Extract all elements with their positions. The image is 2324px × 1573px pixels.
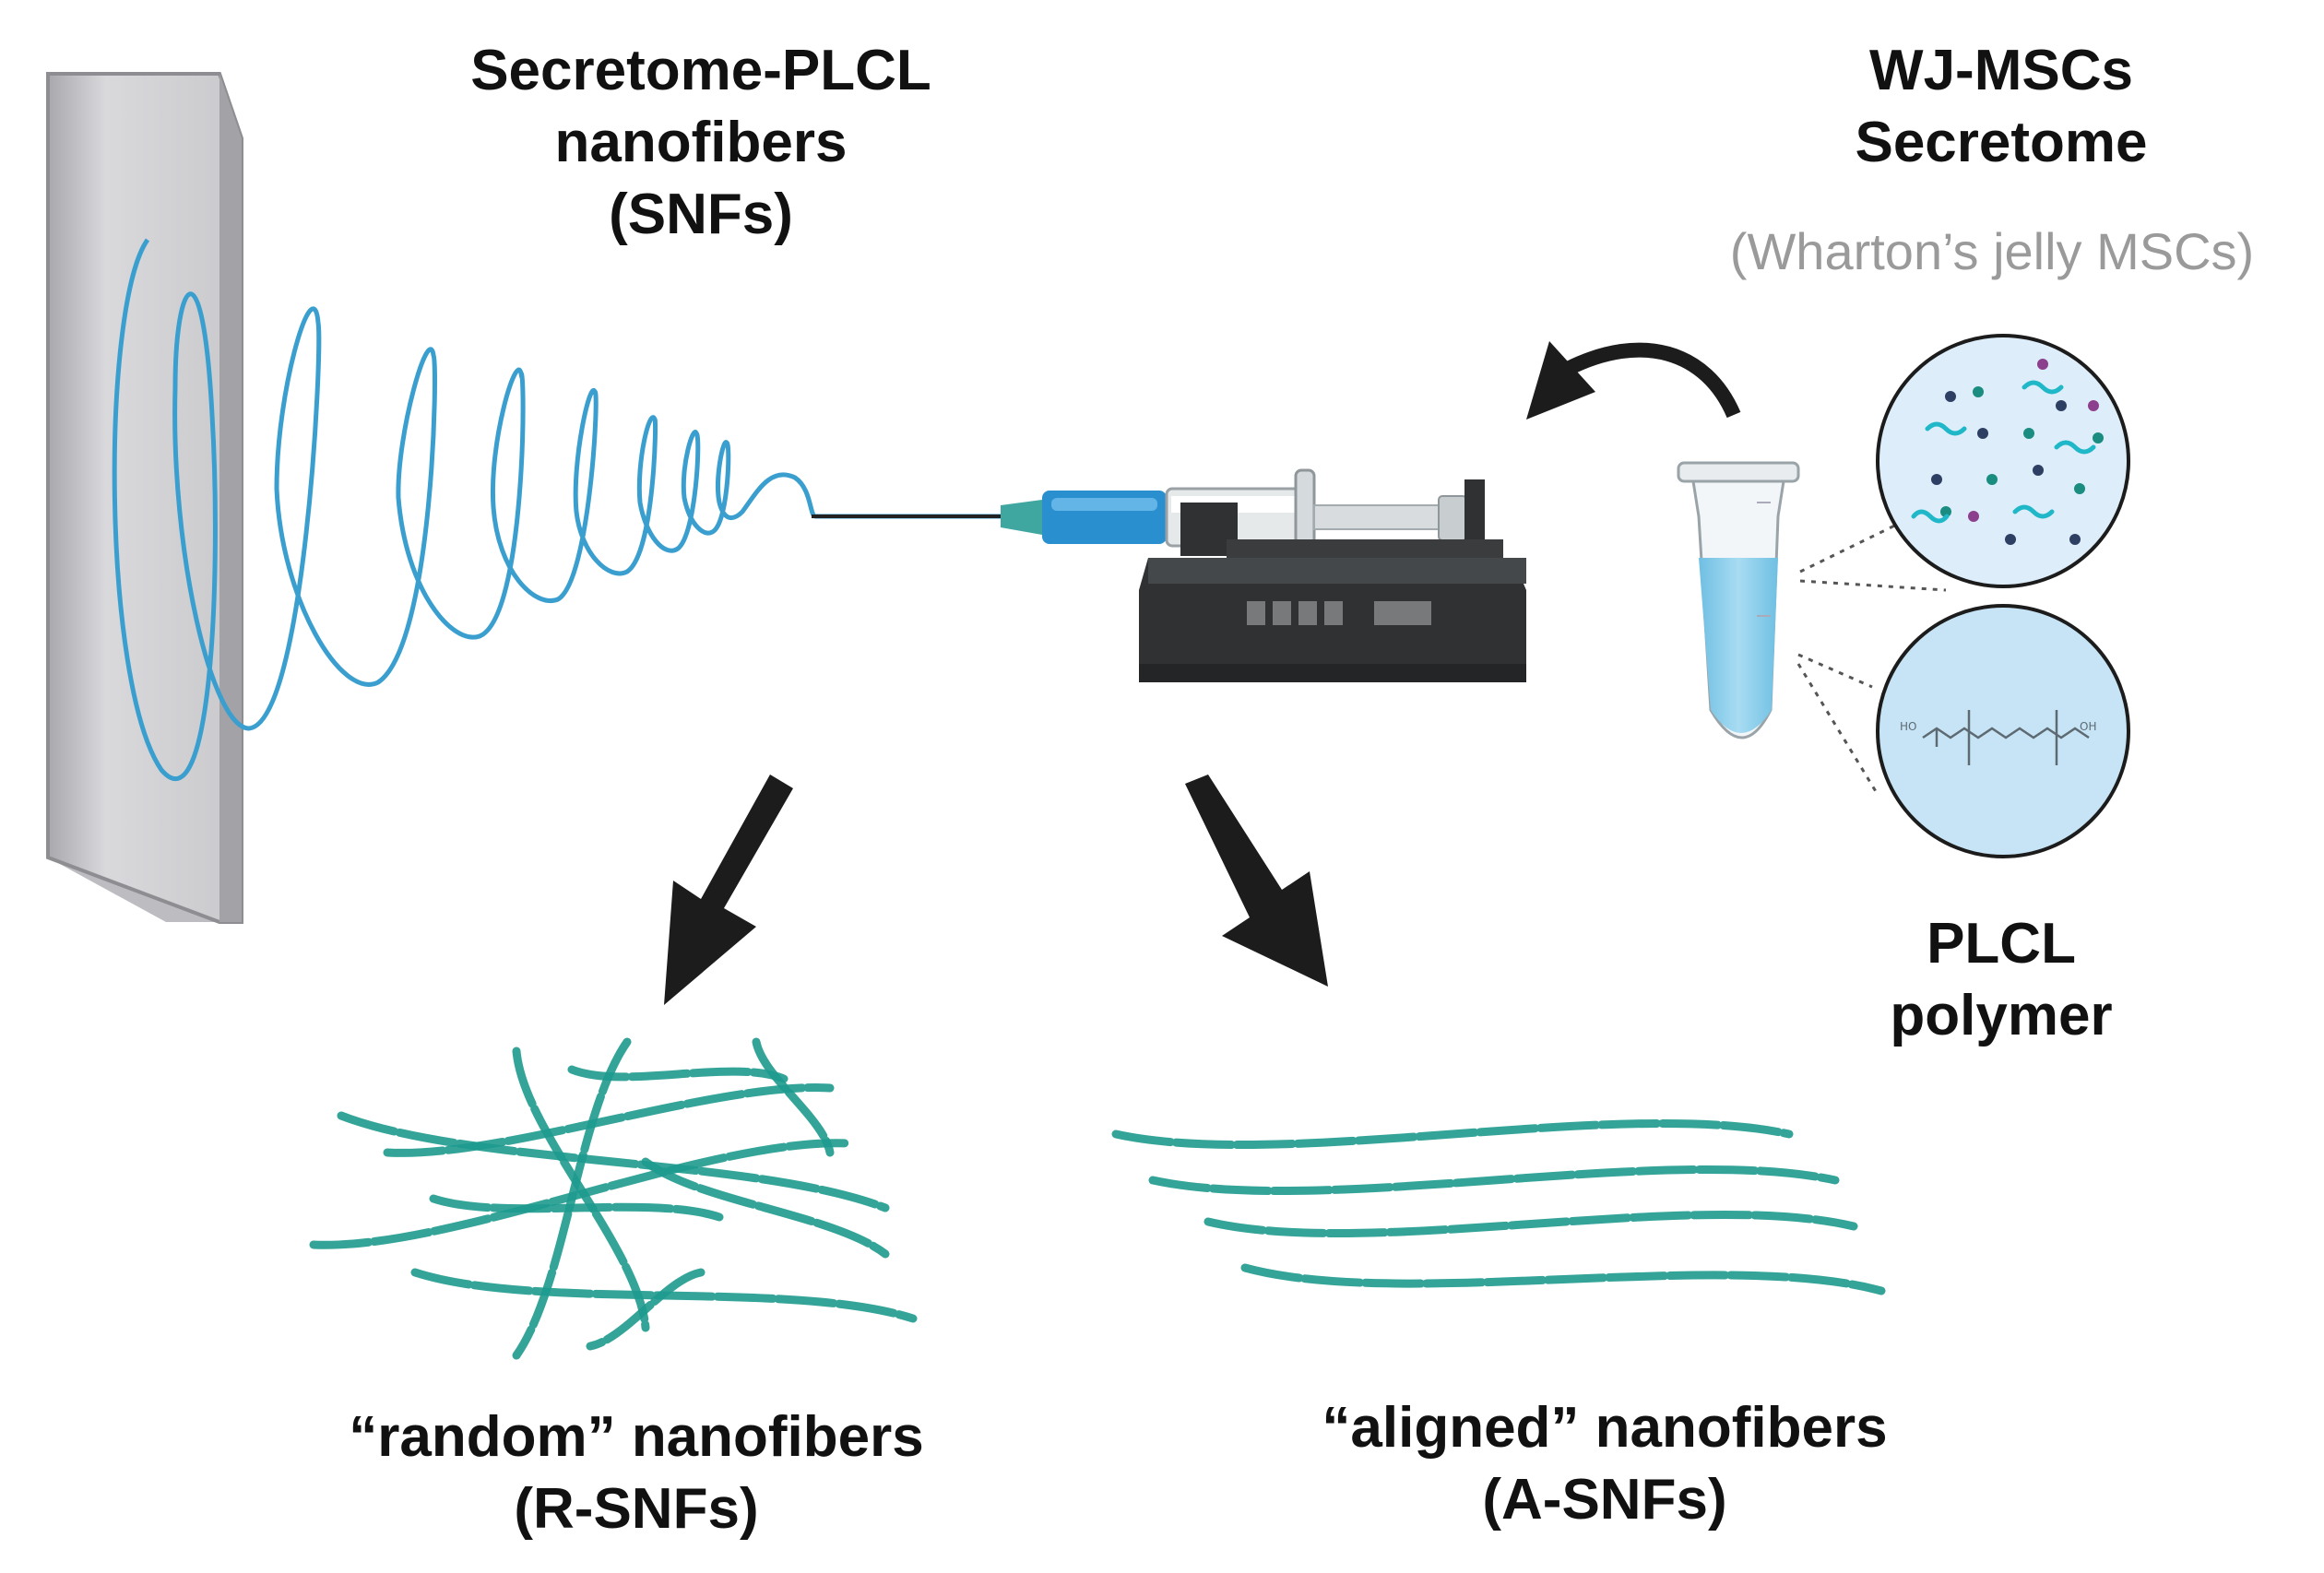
random-title-line-2: (R-SNFs) — [514, 1477, 759, 1541]
polymer-circle-icon: HO OH — [1876, 604, 2130, 858]
secretome-title-line-1: WJ-MSCs — [1869, 39, 2133, 102]
snf-title: Secretome-PLCL nanofibers (SNFs) — [332, 35, 1070, 251]
snf-title-line-1: Secretome-PLCL — [470, 39, 931, 102]
random-fiber-strand — [586, 1268, 706, 1351]
secretome-title: WJ-MSCs Secretome — [1678, 35, 2324, 179]
random-fiber-strand — [752, 1037, 835, 1157]
aligned-fiber-strand — [1204, 1210, 1858, 1238]
svg-text:HO: HO — [1900, 720, 1916, 733]
random-fiber-strand — [429, 1194, 724, 1222]
random-fiber-strand — [512, 1047, 650, 1332]
aligned-title-line-2: (A-SNFs) — [1482, 1468, 1727, 1532]
random-title: “random” nanofibers (R-SNFs) — [258, 1402, 1014, 1545]
random-nanofibers-icon — [309, 1037, 918, 1360]
random-fiber-strand — [641, 1157, 890, 1259]
needle-icon — [812, 500, 1042, 535]
aligned-fiber-strand — [1240, 1263, 1886, 1295]
snf-title-line-3: (SNFs) — [609, 183, 793, 246]
aligned-title-line-1: “aligned” nanofibers — [1322, 1396, 1888, 1460]
random-fiber-strand — [337, 1111, 890, 1212]
random-fiber-strand — [512, 1037, 632, 1360]
random-fiber-strand — [383, 1083, 835, 1157]
aligned-title: “aligned” nanofibers (A-SNFs) — [1227, 1392, 1983, 1536]
callout-lines — [1796, 514, 1947, 794]
aligned-nanofibers-icon — [1111, 1118, 1886, 1295]
fiber-jet-icon — [112, 238, 1005, 781]
secretome-title-line-2: Secretome — [1855, 111, 2148, 174]
snf-title-line-2: nanofibers — [554, 111, 848, 174]
aligned-fiber-strand — [1148, 1165, 1840, 1196]
secretome-subtitle: (Wharton’s jelly MSCs) — [1729, 222, 2255, 280]
random-fiber-strand — [567, 1065, 788, 1083]
polymer-title-line-1: PLCL — [1927, 912, 2076, 976]
microcentrifuge-tube-icon — [1677, 461, 1800, 739]
syringe-pump-icon — [1042, 468, 1526, 682]
random-title-line-1: “random” nanofibers — [349, 1405, 924, 1469]
collector-plate-icon — [46, 72, 243, 924]
curved-arrow-icon — [1526, 341, 1741, 420]
secretome-circle-icon — [1876, 334, 2130, 588]
arrow-down-right-icon — [1185, 775, 1328, 987]
arrow-down-left-icon — [664, 775, 793, 1005]
polymer-title-line-2: polymer — [1890, 984, 2113, 1047]
svg-text:OH: OH — [2080, 720, 2096, 733]
polymer-title: PLCL polymer — [1771, 908, 2232, 1052]
aligned-fiber-strand — [1111, 1118, 1794, 1150]
